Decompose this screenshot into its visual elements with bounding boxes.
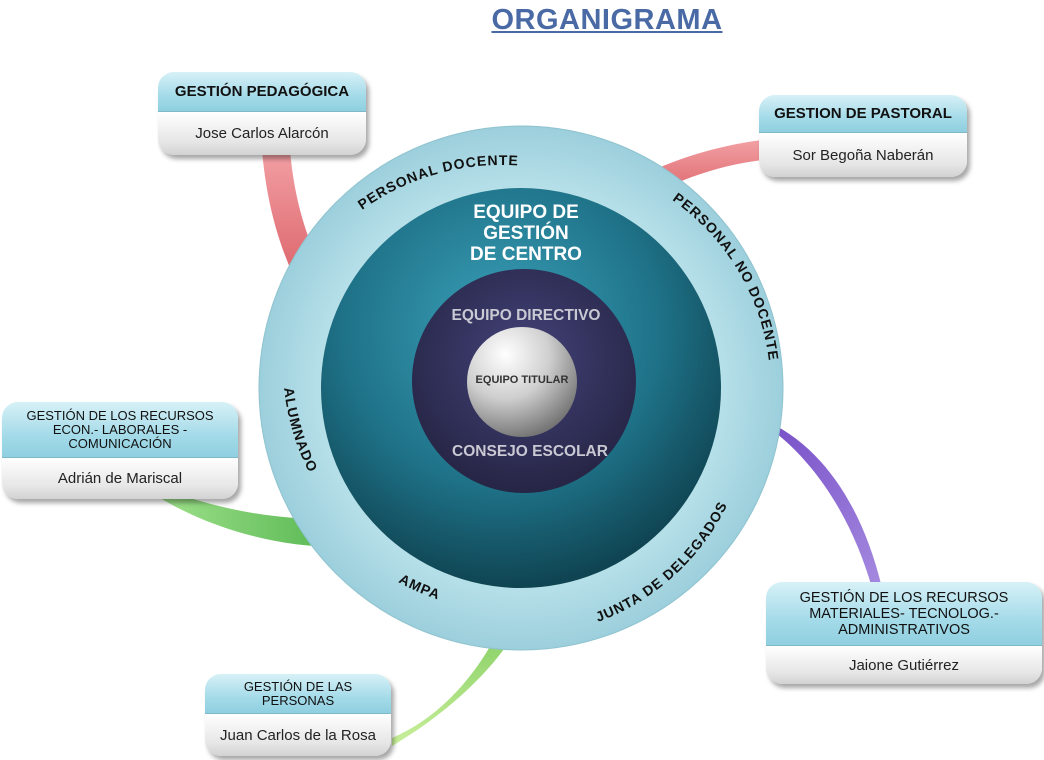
card-gestion-pedagogica[interactable]: GESTIÓN PEDAGÓGICA Jose Carlos Alarcón <box>158 72 366 155</box>
card-person: Jaione Gutiérrez <box>766 646 1042 684</box>
sphere-label-line-3: DE CENTRO <box>470 244 582 265</box>
card-title: GESTIÓN DE LOS RECURSOS MATERIALES- TECN… <box>766 582 1042 646</box>
card-gestion-pastoral[interactable]: GESTION DE PASTORAL Sor Begoña Naberán <box>759 95 967 177</box>
card-title: GESTIÓN DE LOS RECURSOS ECON.- LABORALES… <box>2 402 238 458</box>
card-title: GESTION DE PASTORAL <box>759 95 967 133</box>
label-consejo-escolar: CONSEJO ESCOLAR <box>452 443 608 460</box>
label-equipo-titular: EQUIPO TITULAR <box>476 374 569 386</box>
label-equipo-directivo: EQUIPO DIRECTIVO <box>452 307 601 324</box>
card-person: Adrián de Mariscal <box>2 458 238 499</box>
page-title: ORGANIGRAMA <box>491 4 723 36</box>
core-sphere <box>467 327 577 437</box>
card-person: Juan Carlos de la Rosa <box>205 714 391 756</box>
card-title: GESTIÓN DE LAS PERSONAS <box>205 674 391 714</box>
card-person: Jose Carlos Alarcón <box>158 112 366 155</box>
card-title: GESTIÓN PEDAGÓGICA <box>158 72 366 112</box>
card-gestion-personas[interactable]: GESTIÓN DE LAS PERSONAS Juan Carlos de l… <box>205 674 391 756</box>
card-gestion-recursos-economicos[interactable]: GESTIÓN DE LOS RECURSOS ECON.- LABORALES… <box>2 402 238 499</box>
card-gestion-recursos-materiales[interactable]: GESTIÓN DE LOS RECURSOS MATERIALES- TECN… <box>766 582 1042 684</box>
card-person: Sor Begoña Naberán <box>759 133 967 177</box>
sphere-label-line-1: EQUIPO DE <box>473 202 579 223</box>
sphere-label-line-2: GESTIÓN <box>483 222 569 244</box>
